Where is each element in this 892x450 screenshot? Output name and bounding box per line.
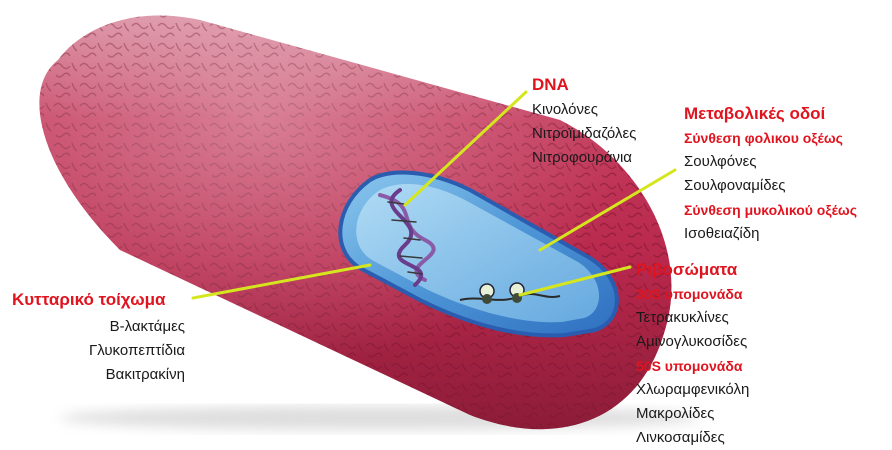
subunit-50s-drug-1: Μακρολίδες [636,402,749,426]
subunit-30s-title: 30S υπομονάδα [636,282,749,306]
cell-wall-drug-2: Βακιτρακίνη [80,363,185,387]
subunit-50s-title: 50S υπομονάδα [636,354,749,378]
dna-drug-1: Νιτροϊμιδαζόλες [532,122,636,146]
dna-drug-list: Κινολόνες Νιτροϊμιδαζόλες Νιτροφουράνια [532,98,636,170]
cell-wall-drug-list: Β-λακτάμες Γλυκοπεπτίδια Βακιτρακίνη [80,315,185,387]
metabolic-title: Μεταβολικές οδοί [684,102,857,126]
ribosomes-title: Ριβοσώματα [636,258,749,282]
dna-title: DNA [532,74,636,96]
dna-drug-2: Νιτροφουράνια [532,146,636,170]
folic-acid-title: Σύνθεση φολικου οξέως [684,126,857,150]
label-group-ribosomes: Ριβοσώματα 30S υπομονάδα Τετρακυκλίνες Α… [636,258,749,450]
folic-drug-0: Σουλφόνες [684,150,857,174]
subunit-30s-drug-1: Αμινογλυκοσίδες [636,330,749,354]
label-group-cell-wall: Κυτταρικό τοίχωμα [12,288,165,312]
dna-drug-0: Κινολόνες [532,98,636,122]
label-group-dna: DNA Κινολόνες Νιτροϊμιδαζόλες Νιτροφουρά… [532,74,636,170]
mycolic-drug-0: Ισοθειαζίδη [684,222,857,246]
cell-wall-drug-1: Γλυκοπεπτίδια [80,339,185,363]
label-group-metabolic: Μεταβολικές οδοί Σύνθεση φολικου οξέως Σ… [684,102,857,246]
subunit-50s-drug-0: Χλωραμφενικόλη [636,378,749,402]
mycolic-acid-title: Σύνθεση μυκολικού οξέως [684,198,857,222]
folic-drug-1: Σουλφοναμίδες [684,174,857,198]
cell-wall-title: Κυτταρικό τοίχωμα [12,288,165,312]
cell-wall-drug-0: Β-λακτάμες [80,315,185,339]
subunit-30s-drug-0: Τετρακυκλίνες [636,306,749,330]
subunit-50s-drug-2: Λινκοσαμίδες [636,426,749,450]
